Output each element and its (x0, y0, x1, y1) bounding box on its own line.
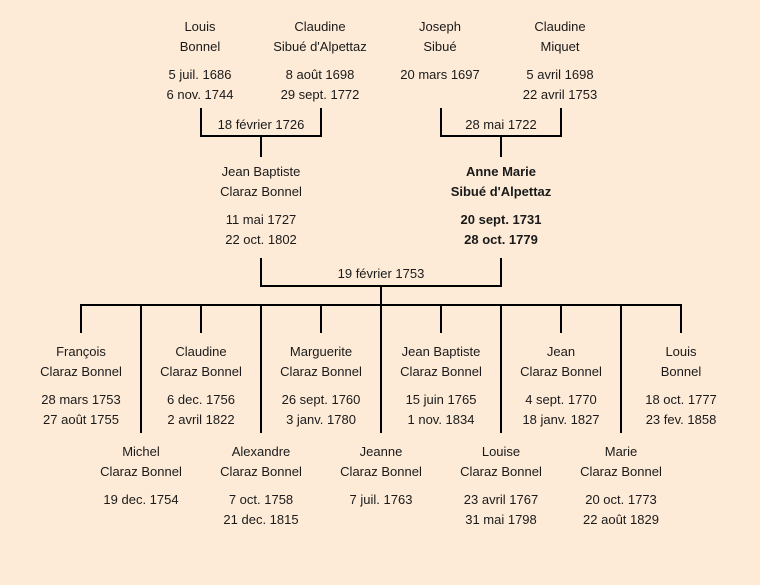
person-card: François Claraz Bonnel 28 mars 1753 27 a… (21, 342, 141, 430)
birth-date: 20 oct. 1773 (585, 492, 657, 507)
birth-date: 23 avril 1767 (463, 492, 539, 507)
marriage-date: 18 février 1726 (217, 117, 305, 132)
last-name: Claraz Bonnel (280, 364, 362, 379)
birth-date: 26 sept. 1760 (281, 392, 361, 407)
birth-date: 7 oct. 1758 (228, 492, 294, 507)
death-date: 29 sept. 1772 (280, 87, 360, 102)
children-drops-long (140, 305, 622, 433)
last-name: Claraz Bonnel (220, 464, 302, 479)
last-name: Claraz Bonnel (460, 464, 542, 479)
death-date: 21 dec. 1815 (223, 512, 299, 527)
person-card: Jean Baptiste Claraz Bonnel 11 mai 1727 … (201, 162, 321, 250)
first-name: Jean Baptiste (401, 344, 481, 359)
first-name: Louis (184, 19, 216, 34)
person-card: Joseph Sibué 20 mars 1697 (380, 17, 500, 85)
birth-date: 20 sept. 1731 (460, 212, 542, 227)
death-date: 6 nov. 1744 (166, 87, 234, 102)
children-drops-short (80, 305, 682, 333)
death-date: 2 avril 1822 (167, 412, 235, 427)
first-name: François (56, 344, 106, 359)
person-card: Louise Claraz Bonnel 23 avril 1767 31 ma… (441, 442, 561, 530)
person-card: Claudine Claraz Bonnel 6 dec. 1756 2 avr… (141, 342, 261, 430)
last-name: Claraz Bonnel (340, 464, 422, 479)
last-name: Claraz Bonnel (100, 464, 182, 479)
first-name: Claudine (534, 19, 586, 34)
birth-date: 8 août 1698 (285, 67, 355, 82)
death-date: 3 janv. 1780 (286, 412, 356, 427)
first-name: Louis (665, 344, 697, 359)
first-name: Anne Marie (465, 164, 537, 179)
birth-date: 15 juin 1765 (405, 392, 477, 407)
last-name: Claraz Bonnel (400, 364, 482, 379)
person-card: Jean Claraz Bonnel 4 sept. 1770 18 janv.… (501, 342, 621, 430)
death-date: 1 nov. 1834 (407, 412, 475, 427)
person-card: Jeanne Claraz Bonnel 7 juil. 1763 (321, 442, 441, 510)
death-date: 22 août 1829 (583, 512, 659, 527)
birth-date: 11 mai 1727 (225, 212, 297, 227)
person-card: Jean Baptiste Claraz Bonnel 15 juin 1765… (381, 342, 501, 430)
person-card: Louis Bonnel 5 juil. 1686 6 nov. 1744 (140, 17, 260, 105)
first-name: Joseph (419, 19, 461, 34)
person-card: Marie Claraz Bonnel 20 oct. 1773 22 août… (561, 442, 681, 530)
person-card: Anne Marie Sibué d'Alpettaz 20 sept. 173… (441, 162, 561, 250)
birth-date: 4 sept. 1770 (525, 392, 597, 407)
last-name: Claraz Bonnel (520, 364, 602, 379)
last-name: Bonnel (660, 364, 702, 379)
first-name: Jean (546, 344, 576, 359)
last-name: Sibué d'Alpettaz (450, 184, 552, 199)
first-name: Marguerite (289, 344, 353, 359)
birth-date: 7 juil. 1763 (349, 492, 413, 507)
birth-date: 28 mars 1753 (41, 392, 121, 407)
first-name: Alexandre (231, 444, 291, 459)
last-name: Claraz Bonnel (40, 364, 122, 379)
person-card: Alexandre Claraz Bonnel 7 oct. 1758 21 d… (201, 442, 321, 530)
last-name: Miquet (540, 39, 580, 54)
first-name: Marie (604, 444, 638, 459)
person-card: Claudine Miquet 5 avril 1698 22 avril 17… (500, 17, 620, 105)
birth-date: 18 oct. 1777 (645, 392, 717, 407)
last-name: Claraz Bonnel (580, 464, 662, 479)
last-name: Bonnel (179, 39, 221, 54)
marriage-date: 19 février 1753 (337, 266, 425, 281)
first-name: Claudine (294, 19, 346, 34)
death-date: 27 août 1755 (43, 412, 119, 427)
death-date: 22 avril 1753 (522, 87, 598, 102)
first-name: Michel (122, 444, 160, 459)
last-name: Claraz Bonnel (160, 364, 242, 379)
grandparents-left-bracket (200, 108, 322, 157)
parents-bracket (260, 258, 502, 305)
birth-date: 19 dec. 1754 (103, 492, 179, 507)
death-date: 28 oct. 1779 (464, 232, 538, 247)
grandparents-right-bracket (440, 108, 562, 157)
death-date: 18 janv. 1827 (522, 412, 600, 427)
person-card: Louis Bonnel 18 oct. 1777 23 fev. 1858 (621, 342, 741, 430)
birth-date: 5 juil. 1686 (168, 67, 232, 82)
last-name: Claraz Bonnel (220, 184, 302, 199)
death-date: 22 oct. 1802 (225, 232, 297, 247)
death-date: 31 mai 1798 (465, 512, 537, 527)
last-name: Sibué d'Alpettaz (273, 39, 367, 54)
first-name: Jean Baptiste (221, 164, 301, 179)
first-name: Claudine (175, 344, 227, 359)
birth-date: 6 dec. 1756 (167, 392, 235, 407)
birth-date: 5 avril 1698 (526, 67, 594, 82)
person-card: Claudine Sibué d'Alpettaz 8 août 1698 29… (260, 17, 380, 105)
birth-date: 20 mars 1697 (400, 67, 480, 82)
first-name: Louise (481, 444, 521, 459)
first-name: Jeanne (359, 444, 403, 459)
person-card: Marguerite Claraz Bonnel 26 sept. 1760 3… (261, 342, 381, 430)
marriage-date: 28 mai 1722 (465, 117, 537, 132)
person-card: Michel Claraz Bonnel 19 dec. 1754 (81, 442, 201, 510)
death-date: 23 fev. 1858 (645, 412, 717, 427)
last-name: Sibué (423, 39, 457, 54)
